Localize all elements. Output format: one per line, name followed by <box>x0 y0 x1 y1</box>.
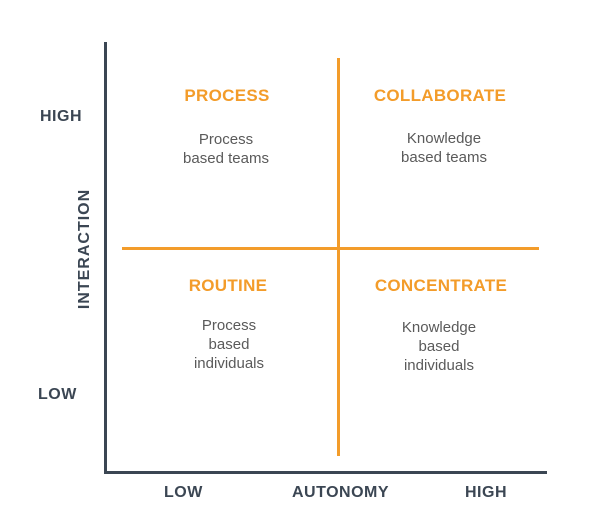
quadrant-title-routine: ROUTINE <box>188 276 268 295</box>
quadrant-desc-concentrate: Knowledge based individuals <box>401 319 477 374</box>
quadrant-title-collaborate: COLLABORATE <box>373 86 507 105</box>
vertical-divider <box>337 58 340 456</box>
y-axis-title: INTERACTION <box>76 188 93 310</box>
x-axis-low-label: LOW <box>164 484 203 501</box>
quadrant-desc-process: Process based teams <box>183 131 269 167</box>
y-axis-low-label: LOW <box>38 386 77 403</box>
quadrant-desc-routine: Process based individuals <box>193 317 265 372</box>
y-axis-line <box>104 42 107 474</box>
quadrant-title-process: PROCESS <box>184 86 270 105</box>
horizontal-divider <box>122 247 539 250</box>
x-axis-high-label: HIGH <box>465 484 507 501</box>
x-axis-line <box>104 471 547 474</box>
quadrant-desc-collaborate: Knowledge based teams <box>401 130 487 166</box>
quadrant-title-concentrate: CONCENTRATE <box>374 276 508 295</box>
y-axis-high-label: HIGH <box>40 108 82 125</box>
x-axis-title: AUTONOMY <box>292 484 390 501</box>
